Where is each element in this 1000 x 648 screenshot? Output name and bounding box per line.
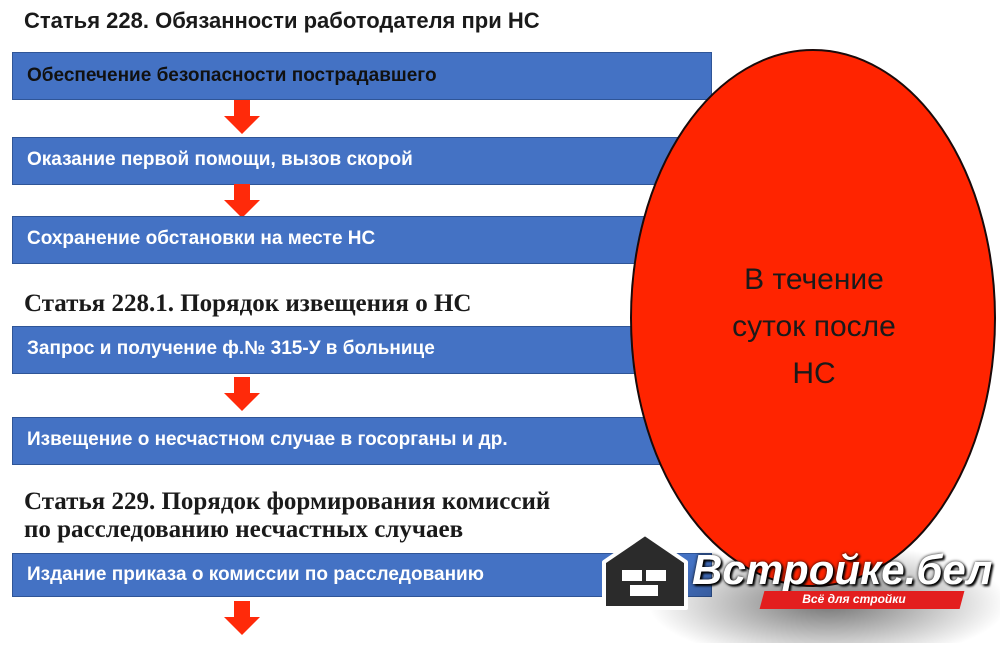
oval-line: В течение <box>744 263 884 296</box>
step-first-aid: Оказание первой помощи, вызов скорой <box>12 137 712 185</box>
step-label: Издание приказа о комиссии по расследова… <box>27 564 484 585</box>
step-ensure-safety: Обеспечение безопасности пострадавшего <box>12 52 712 100</box>
house-brick-icon <box>602 532 688 610</box>
down-arrow-icon <box>224 601 260 635</box>
step-request-form: Запрос и получение ф.№ 315-У в больнице <box>12 326 712 374</box>
down-arrow-icon <box>224 377 260 411</box>
step-label: Сохранение обстановки на месте НС <box>27 228 376 249</box>
heading-line: по расследованию несчастных случаев <box>24 516 464 543</box>
oval-line: НС <box>792 357 836 390</box>
step-notify-authorities: Извещение о несчастном случае в госорган… <box>12 417 712 465</box>
step-label: Запрос и получение ф.№ 315-У в больнице <box>27 338 435 359</box>
oval-text: В течение суток после НС <box>628 256 1000 397</box>
brand-tagline: Всё для стройки <box>802 592 906 606</box>
step-commission-order: Издание приказа о комиссии по расследова… <box>12 553 712 597</box>
brand-tagline-badge: Всё для стройки <box>759 591 965 609</box>
step-preserve-scene: Сохранение обстановки на месте НС <box>12 216 712 264</box>
heading-article-228-1: Статья 228.1. Порядок извещения о НС <box>24 290 472 317</box>
heading-article-229: Статья 229. Порядок формирования комисси… <box>24 488 550 544</box>
step-label: Извещение о несчастном случае в госорган… <box>27 429 508 450</box>
down-arrow-icon <box>224 184 260 218</box>
heading-article-228: Статья 228. Обязанности работодателя при… <box>24 8 540 33</box>
step-label: Оказание первой помощи, вызов скорой <box>27 149 413 170</box>
oval-line: суток после <box>732 310 896 343</box>
watermark-logo: Встройке.бел Всё для стройки <box>600 532 1000 643</box>
step-label: Обеспечение безопасности пострадавшего <box>27 65 437 86</box>
heading-line: Статья 229. Порядок формирования комисси… <box>24 488 551 515</box>
brand-name: Встройке.бел <box>692 546 993 593</box>
down-arrow-icon <box>224 100 260 134</box>
